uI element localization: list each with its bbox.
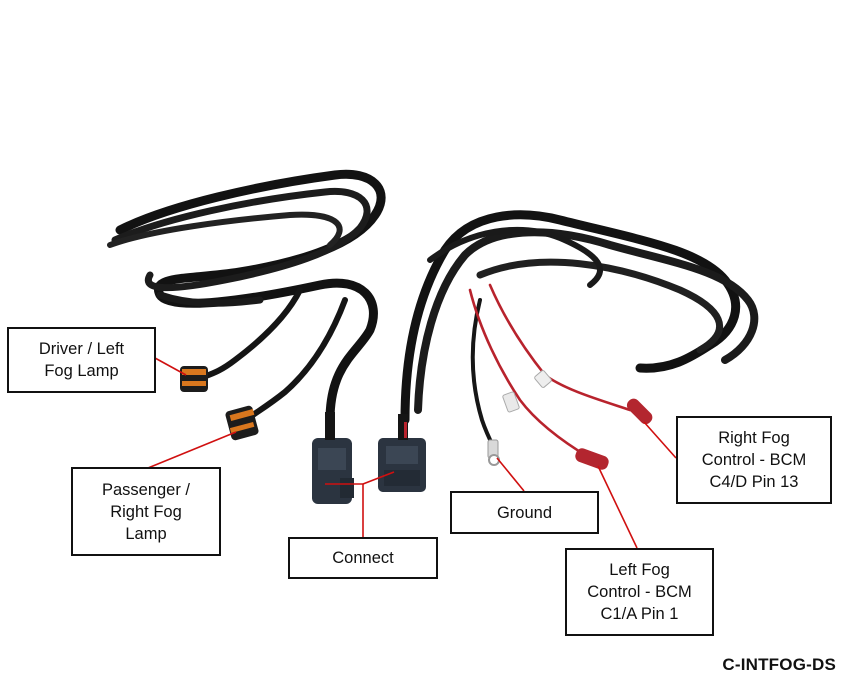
leader-lines xyxy=(147,357,677,549)
left-harness-cable xyxy=(107,169,386,425)
wire-tags xyxy=(502,370,552,413)
driver-lamp-plug xyxy=(180,366,208,392)
ground-label: Ground xyxy=(450,491,599,534)
red-control-wires xyxy=(468,283,632,460)
part-number: C-INTFOG-DS xyxy=(722,655,836,674)
mating-connector-right xyxy=(378,414,426,492)
right-fog-control-label: Right Fog Control - BCM C4/D Pin 13 xyxy=(676,416,832,504)
mating-connector-left xyxy=(312,412,354,504)
ground-ring-terminal xyxy=(487,439,500,466)
heat-shrink-connectors xyxy=(575,398,653,470)
driver-left-fog-lamp-label: Driver / Left Fog Lamp xyxy=(7,327,156,393)
passenger-lamp-plug xyxy=(225,405,259,441)
right-harness-cable xyxy=(400,210,759,450)
passenger-right-fog-lamp-label: Passenger / Right Fog Lamp xyxy=(71,467,221,556)
left-fog-control-label: Left Fog Control - BCM C1/A Pin 1 xyxy=(565,548,714,636)
connect-label: Connect xyxy=(288,537,438,579)
